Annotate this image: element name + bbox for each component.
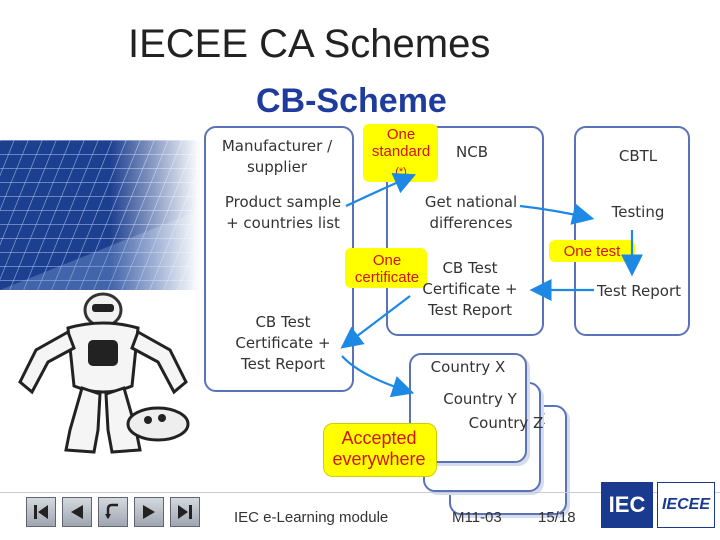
ncb-label: NCB bbox=[456, 143, 488, 161]
slide-title: IECEE CA Schemes bbox=[128, 22, 491, 66]
accepted-label: Accepted everywhere bbox=[332, 428, 426, 469]
one-standard-highlight bbox=[363, 124, 438, 182]
previous-icon bbox=[71, 505, 83, 519]
slide-subtitle: CB-Scheme bbox=[256, 82, 447, 120]
next-icon bbox=[143, 505, 155, 519]
one-certificate-label: One certificate bbox=[354, 252, 420, 286]
arrow-ncb-to-cbtl bbox=[519, 203, 595, 225]
iecee-logo: IECEE bbox=[657, 482, 715, 528]
footer-line bbox=[0, 492, 720, 493]
iec-logo: IEC bbox=[601, 482, 653, 528]
arrow-ncb-to-manufacturer bbox=[340, 295, 411, 349]
one-certificate-highlight bbox=[345, 248, 427, 288]
cb-test-left-label: CB Test Certificate + Test Report bbox=[235, 313, 331, 373]
country-z-front-label: Country Z bbox=[468, 414, 544, 432]
test-report-label: Test Report bbox=[596, 282, 682, 300]
testing-label: Testing bbox=[611, 203, 665, 221]
country-y-front-label: Country Y bbox=[443, 390, 517, 408]
last-slide-button[interactable] bbox=[170, 497, 200, 527]
first-icon bbox=[34, 505, 48, 519]
one-test-label: One test bbox=[563, 243, 621, 260]
next-slide-button[interactable] bbox=[134, 497, 164, 527]
return-button[interactable] bbox=[98, 497, 128, 527]
cb-test-center-label: CB Test Certificate + Test Report bbox=[422, 259, 518, 319]
return-icon bbox=[105, 503, 118, 519]
arrow-sample-to-ncb bbox=[345, 172, 417, 207]
last-icon bbox=[178, 505, 192, 519]
get-national-label: Get national differences bbox=[424, 193, 518, 232]
product-sample-label: Product sample + countries list bbox=[224, 193, 342, 232]
country-x-label: Country X bbox=[430, 358, 506, 376]
accepted-highlight bbox=[323, 423, 437, 477]
previous-slide-button[interactable] bbox=[62, 497, 92, 527]
robot-image bbox=[18, 292, 190, 454]
one-test-highlight bbox=[549, 240, 635, 262]
solar-panel-image bbox=[0, 140, 200, 290]
one-standard-note: (*) bbox=[395, 166, 407, 178]
cbtl-label: CBTL bbox=[618, 147, 658, 165]
footer-module: IEC e-Learning module bbox=[234, 509, 389, 526]
arrow-manufacturer-to-country bbox=[341, 355, 415, 398]
manufacturer-label: Manufacturer / supplier bbox=[221, 137, 333, 176]
footer-page: 15/18 bbox=[538, 509, 576, 526]
first-slide-button[interactable] bbox=[26, 497, 56, 527]
one-standard-label: One standard bbox=[371, 126, 431, 160]
footer-code: M11-03 bbox=[452, 509, 502, 526]
